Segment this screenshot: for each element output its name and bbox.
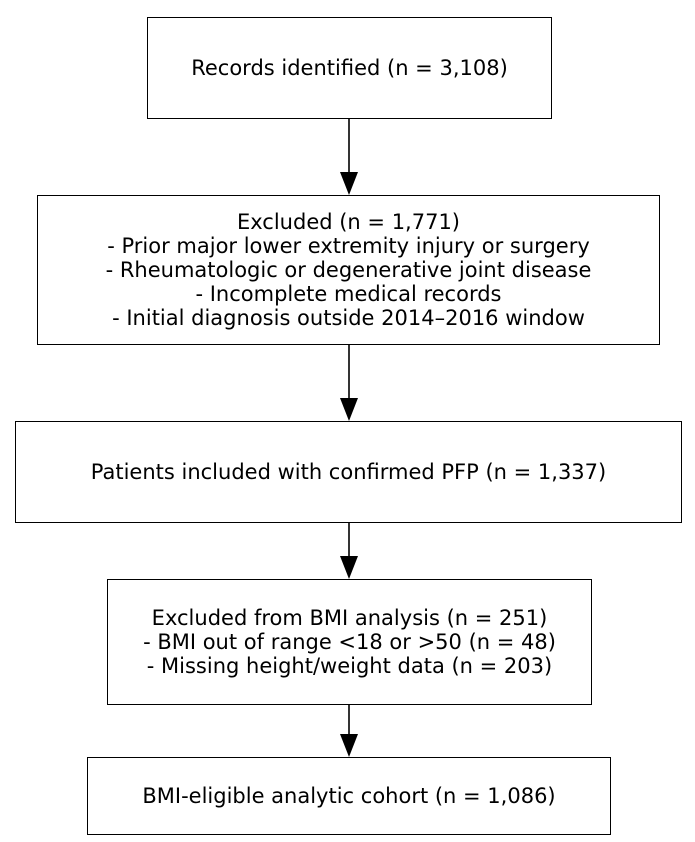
box-4-line-1: Excluded from BMI analysis (n = 251) — [151, 606, 548, 630]
box-3-line-1: Patients included with confirmed PFP (n … — [90, 460, 607, 484]
excluded-from-bmi-box: Excluded from BMI analysis (n = 251) - B… — [107, 579, 592, 705]
box-1-line-1: Records identified (n = 3,108) — [191, 56, 508, 80]
box-2-line-4: - Incomplete medical records — [195, 282, 502, 306]
excluded-box: Excluded (n = 1,771) - Prior major lower… — [37, 195, 660, 345]
box-2-line-3: - Rheumatologic or degenerative joint di… — [105, 258, 592, 282]
arrow-3-to-4 — [340, 523, 358, 579]
patients-included-box: Patients included with confirmed PFP (n … — [15, 421, 682, 523]
box-5-line-1: BMI-eligible analytic cohort (n = 1,086) — [142, 784, 556, 808]
records-identified-box: Records identified (n = 3,108) — [147, 17, 552, 119]
box-2-line-2: - Prior major lower extremity injury or … — [107, 234, 590, 258]
arrow-2-to-3 — [340, 345, 358, 421]
analytic-cohort-box: BMI-eligible analytic cohort (n = 1,086) — [87, 757, 611, 835]
arrow-1-to-2 — [340, 119, 358, 195]
box-4-line-3: - Missing height/weight data (n = 203) — [146, 654, 553, 678]
box-2-line-5: - Initial diagnosis outside 2014–2016 wi… — [112, 306, 585, 330]
arrow-4-to-5 — [340, 705, 358, 757]
box-2-line-1: Excluded (n = 1,771) — [236, 210, 461, 234]
box-4-line-2: - BMI out of range <18 or >50 (n = 48) — [143, 630, 556, 654]
